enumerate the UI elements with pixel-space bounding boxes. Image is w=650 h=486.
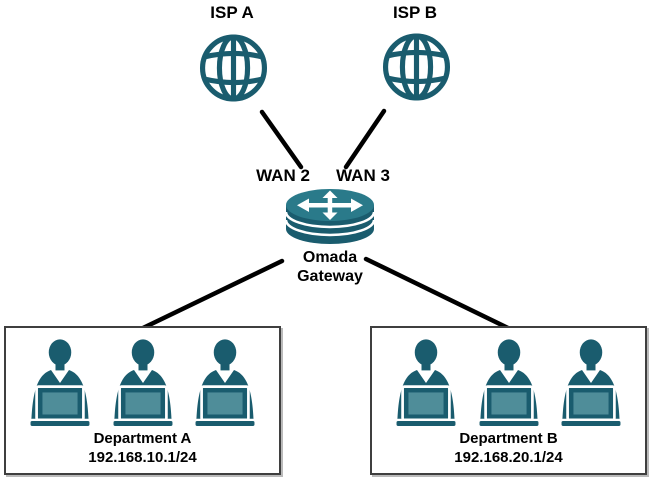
person-laptop-icon — [554, 338, 628, 428]
wan2-label: WAN 2 — [256, 166, 310, 185]
wan3-label: WAN 3 — [336, 166, 390, 185]
isp-a-label: ISP A — [210, 3, 254, 22]
person-laptop-icon — [389, 338, 463, 428]
department-b-clients — [372, 338, 645, 428]
person-laptop-icon — [472, 338, 546, 428]
link-gateway-dept-a — [140, 258, 285, 331]
person-laptop-icon — [106, 338, 180, 428]
globe-icon — [379, 29, 454, 105]
person-laptop-icon — [188, 338, 262, 428]
link-gateway-dept-b — [363, 256, 511, 331]
link-isp-b-wan3 — [343, 108, 387, 170]
department-b-subnet: 192.168.20.1/24 — [454, 449, 563, 466]
globe-icon — [196, 30, 271, 106]
department-a-subnet: 192.168.10.1/24 — [88, 449, 197, 466]
gateway-label-line1: Omada — [302, 249, 358, 266]
department-a-name: Department A — [93, 430, 192, 447]
department-b-name: Department B — [459, 430, 558, 447]
link-isp-a-wan2 — [259, 109, 304, 170]
department-a-box: Department A 192.168.10.1/24 — [4, 326, 281, 475]
department-a-clients — [6, 338, 279, 428]
gateway-label: Omada Gateway — [268, 248, 392, 286]
department-b-box: Department B 192.168.20.1/24 — [370, 326, 647, 475]
router-icon — [284, 188, 376, 246]
isp-b-label: ISP B — [392, 3, 438, 22]
person-laptop-icon — [23, 338, 97, 428]
gateway-label-line2: Gateway — [297, 268, 363, 285]
